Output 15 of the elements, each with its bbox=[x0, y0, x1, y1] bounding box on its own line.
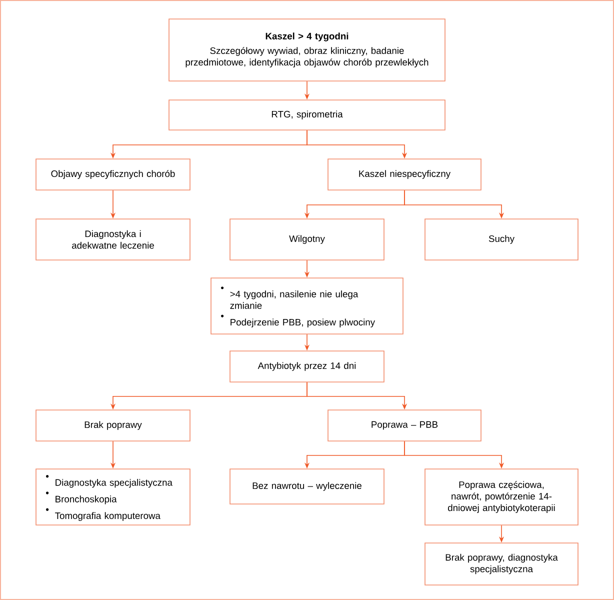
process-box: RTG, spirometria bbox=[168, 100, 446, 130]
process-box: Kaszel > 4 tygodni Szczegółowy wywiad, obraz kliniczny, badanie przedmiotowe, identyfikacja objawów chorób przewlekłych bbox=[168, 18, 446, 82]
process-box: Diagnostyka specjalistyczna Bronchoskopia Tomografia komputerowa bbox=[36, 468, 190, 526]
process-box: Poprawa częściowa, nawrót, powtórzenie 14-dniowej antybiotykoterapii bbox=[424, 468, 578, 526]
process-box: Wilgotny bbox=[230, 218, 384, 260]
process-box: Diagnostyka i adekwatne leczenie bbox=[36, 218, 190, 260]
process-box: Brak poprawy bbox=[36, 410, 190, 442]
process-box: Suchy bbox=[424, 218, 578, 260]
process-box: Antybiotyk przez 14 dni bbox=[230, 350, 384, 382]
process-box: Kaszel niespecyficzny bbox=[328, 158, 482, 190]
process-box: Bez nawrotu – wyleczenie bbox=[230, 468, 384, 504]
process-box: Poprawa – PBB bbox=[328, 410, 482, 442]
process-box: Objawy specyficznych chorób bbox=[36, 158, 190, 190]
process-box: Brak poprawy, diagnostyka specjalistyczna bbox=[424, 542, 578, 586]
process-box: >4 tygodni, nasilenie nie ulega zmianie Podejrzenie PBB, posiew plwociny bbox=[210, 278, 404, 334]
